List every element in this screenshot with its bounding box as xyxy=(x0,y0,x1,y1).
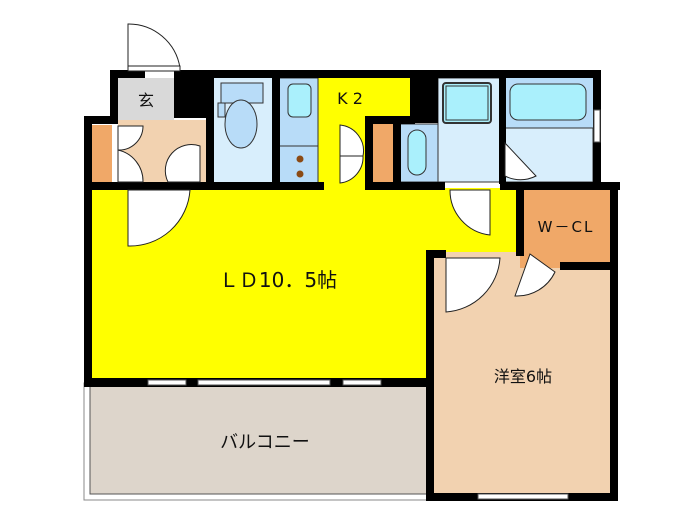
toilet-icon xyxy=(224,99,258,149)
bathtub-icon xyxy=(509,83,587,121)
wcl-label: W－CL xyxy=(538,218,595,236)
doors xyxy=(117,23,556,313)
sink-icon xyxy=(287,83,312,118)
burner-icon xyxy=(296,155,304,163)
burner-icon xyxy=(296,170,304,178)
balcony-label: バルコニー xyxy=(220,432,310,453)
ld-label: ＬＤ10．5帖 xyxy=(219,268,337,292)
entry-door xyxy=(127,23,181,69)
walk-in-closet xyxy=(520,188,610,268)
balcony xyxy=(83,382,435,501)
kitchen-label: K 2 xyxy=(337,89,363,108)
western-room-label: 洋室6帖 xyxy=(494,367,552,386)
storage xyxy=(373,124,393,182)
windows xyxy=(147,109,601,500)
entrance-label: 玄 xyxy=(138,91,154,110)
room-labels: 玄 K 2 ＬＤ10．5帖 W－CL 洋室6帖 バルコニー xyxy=(138,89,595,453)
shoe-storage xyxy=(90,125,112,182)
entrance xyxy=(118,78,174,120)
washbasin-icon xyxy=(407,129,427,176)
